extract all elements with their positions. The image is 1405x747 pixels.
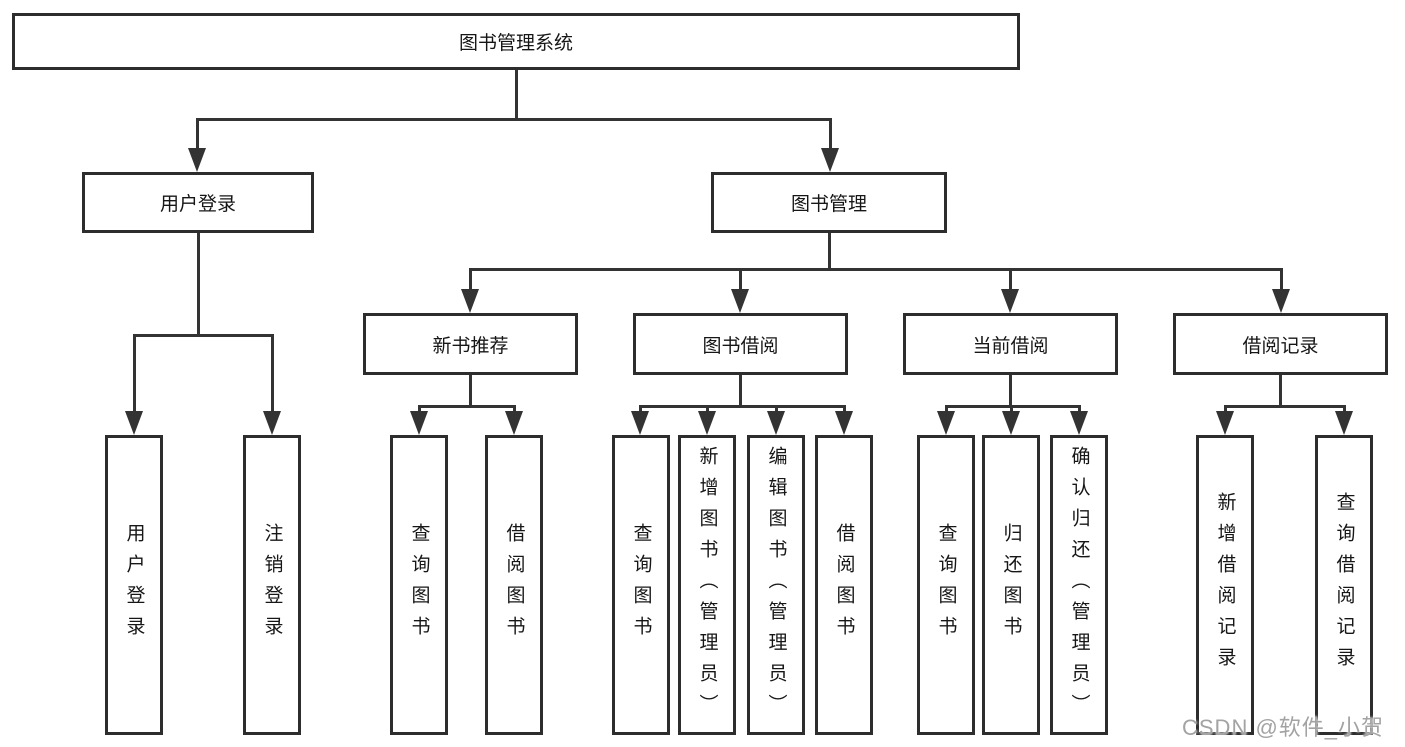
connector-stem: [843, 405, 846, 415]
arrow-down-icon: [188, 148, 206, 172]
connector-vline: [1279, 375, 1282, 407]
connector-stem: [829, 118, 832, 150]
node-current-borrowing: 当前借阅: [903, 313, 1118, 375]
arrow-down-icon: [731, 289, 749, 313]
leaf-label: 查询图书: [630, 523, 652, 647]
connector-vline: [828, 233, 831, 270]
connector-vline: [1009, 375, 1012, 407]
arrow-down-icon: [263, 411, 281, 435]
leaf-label: 新增借阅记录: [1214, 492, 1236, 678]
connector-stem: [271, 334, 274, 414]
leaf-borrowing-borrow-books: 借阅图书: [815, 435, 873, 735]
connector-vline: [739, 375, 742, 407]
leaf-borrowing-query-books: 查询图书: [612, 435, 670, 735]
arrow-down-icon: [1001, 289, 1019, 313]
connector-stem: [775, 405, 778, 415]
leaf-label: 新增图书（管理员）: [696, 445, 718, 725]
arrow-down-icon: [1216, 411, 1234, 435]
arrow-down-icon: [1070, 411, 1088, 435]
connector-hline: [1224, 405, 1346, 408]
connector-stem: [945, 405, 948, 415]
leaf-logout-login: 注销登录: [243, 435, 301, 735]
csdn-watermark: CSDN @软件_小贺同学: [1182, 715, 1385, 740]
connector-hline: [469, 268, 1283, 271]
connector-stem: [1078, 405, 1081, 415]
connector-hline: [196, 118, 832, 121]
node-label: 借阅记录: [1242, 335, 1319, 357]
node-book-borrowing: 图书借阅: [633, 313, 848, 375]
connector-vline: [515, 70, 518, 120]
arrow-down-icon: [505, 411, 523, 435]
leaf-records-query-borrow-record: 查询借阅记录: [1315, 435, 1373, 735]
leaf-label: 用户登录: [123, 523, 145, 647]
connector-vline: [197, 233, 200, 336]
node-book-management: 图书管理: [711, 172, 947, 233]
connector-hline: [945, 405, 1081, 408]
arrow-down-icon: [1002, 411, 1020, 435]
arrow-down-icon: [821, 148, 839, 172]
leaf-label: 查询图书: [935, 523, 957, 647]
arrow-down-icon: [937, 411, 955, 435]
node-label: 当前借阅: [972, 335, 1049, 357]
arrow-down-icon: [125, 411, 143, 435]
leaf-recommend-query-books: 查询图书: [390, 435, 448, 735]
connector-hline: [133, 334, 274, 337]
arrow-down-icon: [410, 411, 428, 435]
leaf-borrowing-add-books-admin: 新增图书（管理员）: [678, 435, 736, 735]
connector-hline: [418, 405, 516, 408]
arrow-down-icon: [835, 411, 853, 435]
leaf-current-query-books: 查询图书: [917, 435, 975, 735]
connector-stem: [196, 118, 199, 150]
arrow-down-icon: [1335, 411, 1353, 435]
node-library-management-system: 图书管理系统: [12, 13, 1020, 70]
leaf-label: 借阅图书: [833, 523, 855, 647]
connector-stem: [418, 405, 421, 415]
node-label: 图书管理系统: [458, 33, 573, 54]
leaf-label: 注销登录: [261, 523, 283, 647]
connector-stem: [1010, 405, 1013, 415]
connector-hline: [639, 405, 846, 408]
node-user-login: 用户登录: [82, 172, 314, 233]
connector-stem: [1224, 405, 1227, 415]
leaf-label: 查询借阅记录: [1333, 492, 1355, 678]
connector-stem: [1280, 268, 1283, 292]
arrow-down-icon: [1272, 289, 1290, 313]
connector-stem: [639, 405, 642, 415]
connector-stem: [469, 268, 472, 292]
connector-stem: [1009, 268, 1012, 292]
connector-stem: [1343, 405, 1346, 415]
node-label: 图书管理: [790, 194, 867, 215]
leaf-current-return-books: 归还图书: [982, 435, 1040, 735]
leaf-current-confirm-return-admin: 确认归还（管理员）: [1050, 435, 1108, 735]
connector-stem: [739, 268, 742, 292]
leaf-recommend-borrow-books: 借阅图书: [485, 435, 543, 735]
arrow-down-icon: [698, 411, 716, 435]
node-label: 用户登录: [159, 194, 236, 215]
connector-stem: [133, 334, 136, 414]
leaf-label: 确认归还（管理员）: [1068, 445, 1090, 725]
leaf-label: 借阅图书: [503, 523, 525, 647]
node-label: 图书借阅: [702, 335, 779, 357]
leaf-label: 查询图书: [408, 523, 430, 647]
arrow-down-icon: [461, 289, 479, 313]
leaf-label: 编辑图书（管理员）: [765, 445, 787, 725]
connector-stem: [706, 405, 709, 415]
leaf-user-login: 用户登录: [105, 435, 163, 735]
node-borrowing-records: 借阅记录: [1173, 313, 1388, 375]
arrow-down-icon: [631, 411, 649, 435]
node-new-book-recommendation: 新书推荐: [363, 313, 578, 375]
connector-stem: [513, 405, 516, 415]
leaf-records-add-borrow-record: 新增借阅记录: [1196, 435, 1254, 735]
connector-vline: [469, 375, 472, 407]
leaf-label: 归还图书: [1000, 523, 1022, 647]
arrow-down-icon: [767, 411, 785, 435]
leaf-borrowing-edit-books-admin: 编辑图书（管理员）: [747, 435, 805, 735]
node-label: 新书推荐: [432, 335, 509, 357]
